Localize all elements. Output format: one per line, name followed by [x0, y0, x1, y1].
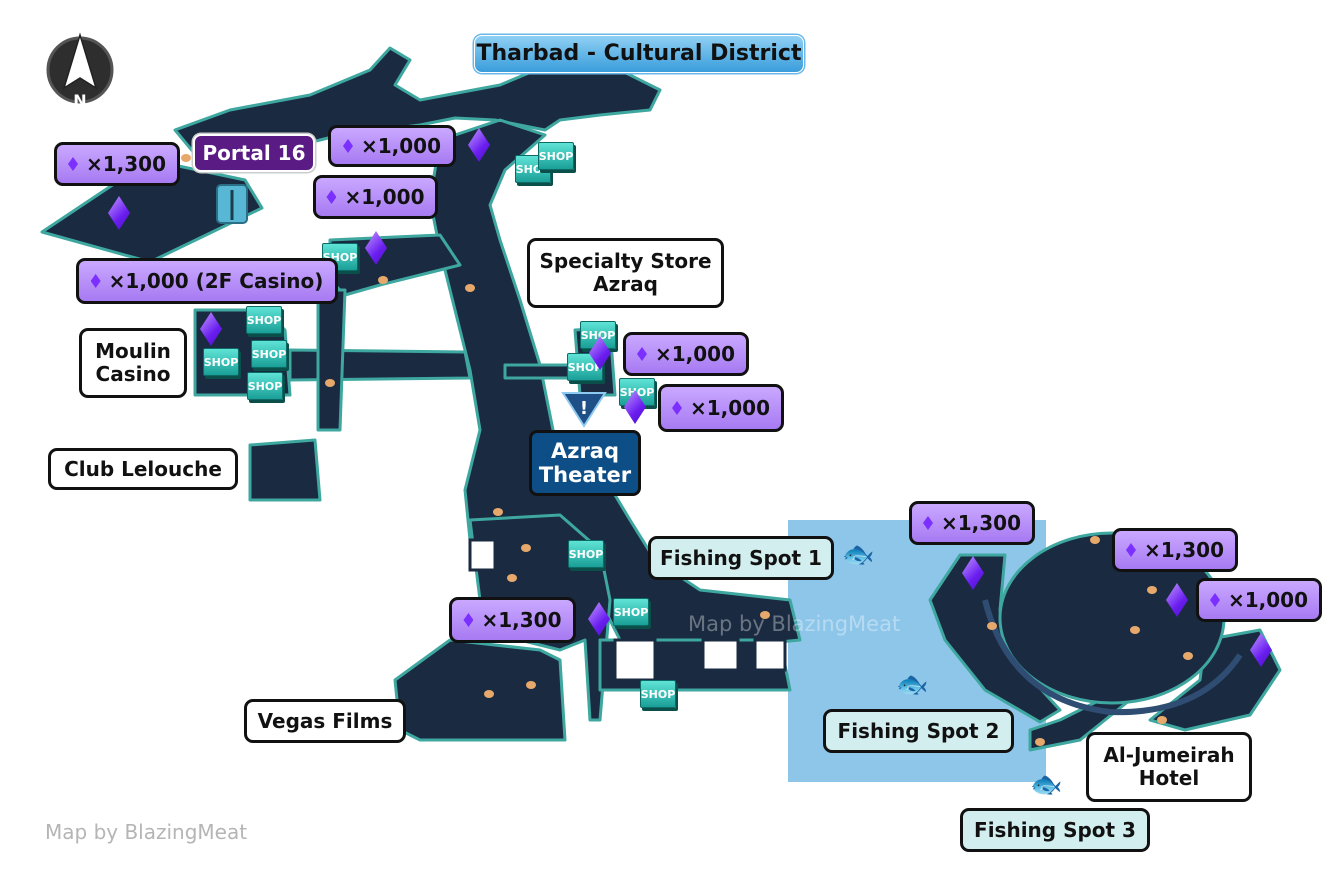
- npc-dot: [1035, 738, 1045, 746]
- fish-icon: 🐟: [842, 540, 875, 570]
- npc-dot: [181, 154, 191, 162]
- shop-icon: SHOP: [640, 680, 676, 708]
- watermark: Map by BlazingMeat: [45, 820, 248, 844]
- fish-icon: 🐟: [896, 670, 929, 700]
- npc-dot: [1157, 716, 1167, 724]
- portal-icon: [216, 184, 248, 224]
- gem-reward-label[interactable]: ×1,000 (2F Casino): [76, 258, 338, 304]
- map-title: Tharbad - Cultural District: [474, 35, 804, 73]
- south-building-1: [613, 638, 657, 682]
- npc-dot: [1130, 626, 1140, 634]
- gem-icon: [1125, 543, 1136, 557]
- npc-dot: [484, 690, 494, 698]
- location-label-azraq-theater[interactable]: Azraq Theater: [529, 430, 641, 496]
- fish-icon: 🐟: [1030, 770, 1063, 800]
- npc-dot: [507, 574, 517, 582]
- south-building-4: [468, 538, 497, 572]
- npc-dot: [378, 276, 388, 284]
- gem-icon: [67, 157, 78, 171]
- gem-icon: [108, 196, 130, 230]
- gem-icon: [468, 128, 490, 162]
- shop-icon: SHOP: [613, 598, 649, 626]
- road-west-vertical: [316, 288, 347, 432]
- portal-label[interactable]: Portal 16: [193, 134, 315, 172]
- gem-icon: [671, 401, 682, 415]
- npc-dot: [1147, 586, 1157, 594]
- gem-reward-label[interactable]: ×1,300: [1112, 528, 1238, 572]
- gem-icon: [588, 602, 610, 636]
- fishing-spot-label[interactable]: Fishing Spot 2: [823, 709, 1014, 753]
- shop-icon: SHOP: [580, 321, 616, 349]
- npc-dot: [1183, 652, 1193, 660]
- hotel-outer-ring: [982, 599, 1243, 716]
- shop-icon: SHOP: [251, 340, 287, 368]
- npc-dot: [465, 284, 475, 292]
- gem-reward-label[interactable]: ×1,000: [623, 332, 749, 376]
- gem-reward-label[interactable]: ×1,300: [54, 142, 180, 186]
- gem-reward-label[interactable]: ×1,000: [1196, 578, 1322, 622]
- fishing-spot-label[interactable]: Fishing Spot 1: [648, 536, 834, 580]
- gem-reward-label[interactable]: ×1,000: [658, 384, 784, 432]
- svg-text:N: N: [73, 91, 86, 110]
- gem-icon: [636, 347, 647, 361]
- gem-icon: [962, 556, 984, 590]
- npc-dot: [521, 544, 531, 552]
- npc-dot: [325, 379, 335, 387]
- gem-icon: [90, 274, 101, 288]
- location-label-specialty-store[interactable]: Specialty Store Azraq: [527, 238, 724, 308]
- svg-text:!: !: [580, 398, 588, 419]
- location-label-al-jumeirah-hotel[interactable]: Al-Jumeirah Hotel: [1086, 732, 1252, 802]
- club-lelouche-building: [248, 438, 322, 502]
- gem-icon: [326, 190, 337, 204]
- vegas-films-block: [393, 638, 567, 742]
- watermark-overlay: Map by BlazingMeat: [688, 612, 901, 636]
- gem-icon: [1166, 583, 1188, 617]
- shop-icon: SHOP: [247, 372, 283, 400]
- gem-icon: [200, 312, 222, 346]
- gem-reward-label[interactable]: ×1,000: [313, 175, 438, 219]
- gem-reward-label[interactable]: ×1,300: [449, 597, 576, 643]
- gem-icon: [624, 390, 646, 424]
- shop-icon: SHOP: [538, 142, 574, 170]
- gem-icon: [365, 231, 387, 265]
- south-building-3: [753, 638, 787, 672]
- npc-dot: [1090, 536, 1100, 544]
- npc-dot: [526, 681, 536, 689]
- gem-icon: [463, 613, 474, 627]
- gem-icon: [342, 139, 353, 153]
- shop-icon: SHOP: [619, 378, 655, 406]
- gem-icon: [1250, 633, 1272, 667]
- npc-dot: [493, 508, 503, 516]
- south-building-2: [701, 638, 740, 672]
- fishing-spot-label[interactable]: Fishing Spot 3: [960, 808, 1150, 852]
- location-label-moulin-casino[interactable]: Moulin Casino: [79, 328, 187, 398]
- shop-icon: SHOP: [568, 540, 604, 568]
- gem-icon: [922, 516, 933, 530]
- shop-icon: SHOP: [203, 348, 239, 376]
- compass-icon: N: [46, 32, 114, 110]
- gem-icon: [1209, 593, 1220, 607]
- gem-reward-label[interactable]: ×1,300: [909, 501, 1035, 545]
- npc-dot: [760, 611, 770, 619]
- gem-reward-label[interactable]: ×1,000: [328, 125, 456, 167]
- gem-icon: [589, 336, 611, 370]
- location-label-club-lelouche[interactable]: Club Lelouche: [48, 448, 238, 490]
- location-label-vegas-films[interactable]: Vegas Films: [244, 699, 406, 743]
- shop-icon: SHOP: [246, 306, 282, 334]
- npc-dot: [987, 622, 997, 630]
- quest-marker-icon: !: [561, 392, 607, 428]
